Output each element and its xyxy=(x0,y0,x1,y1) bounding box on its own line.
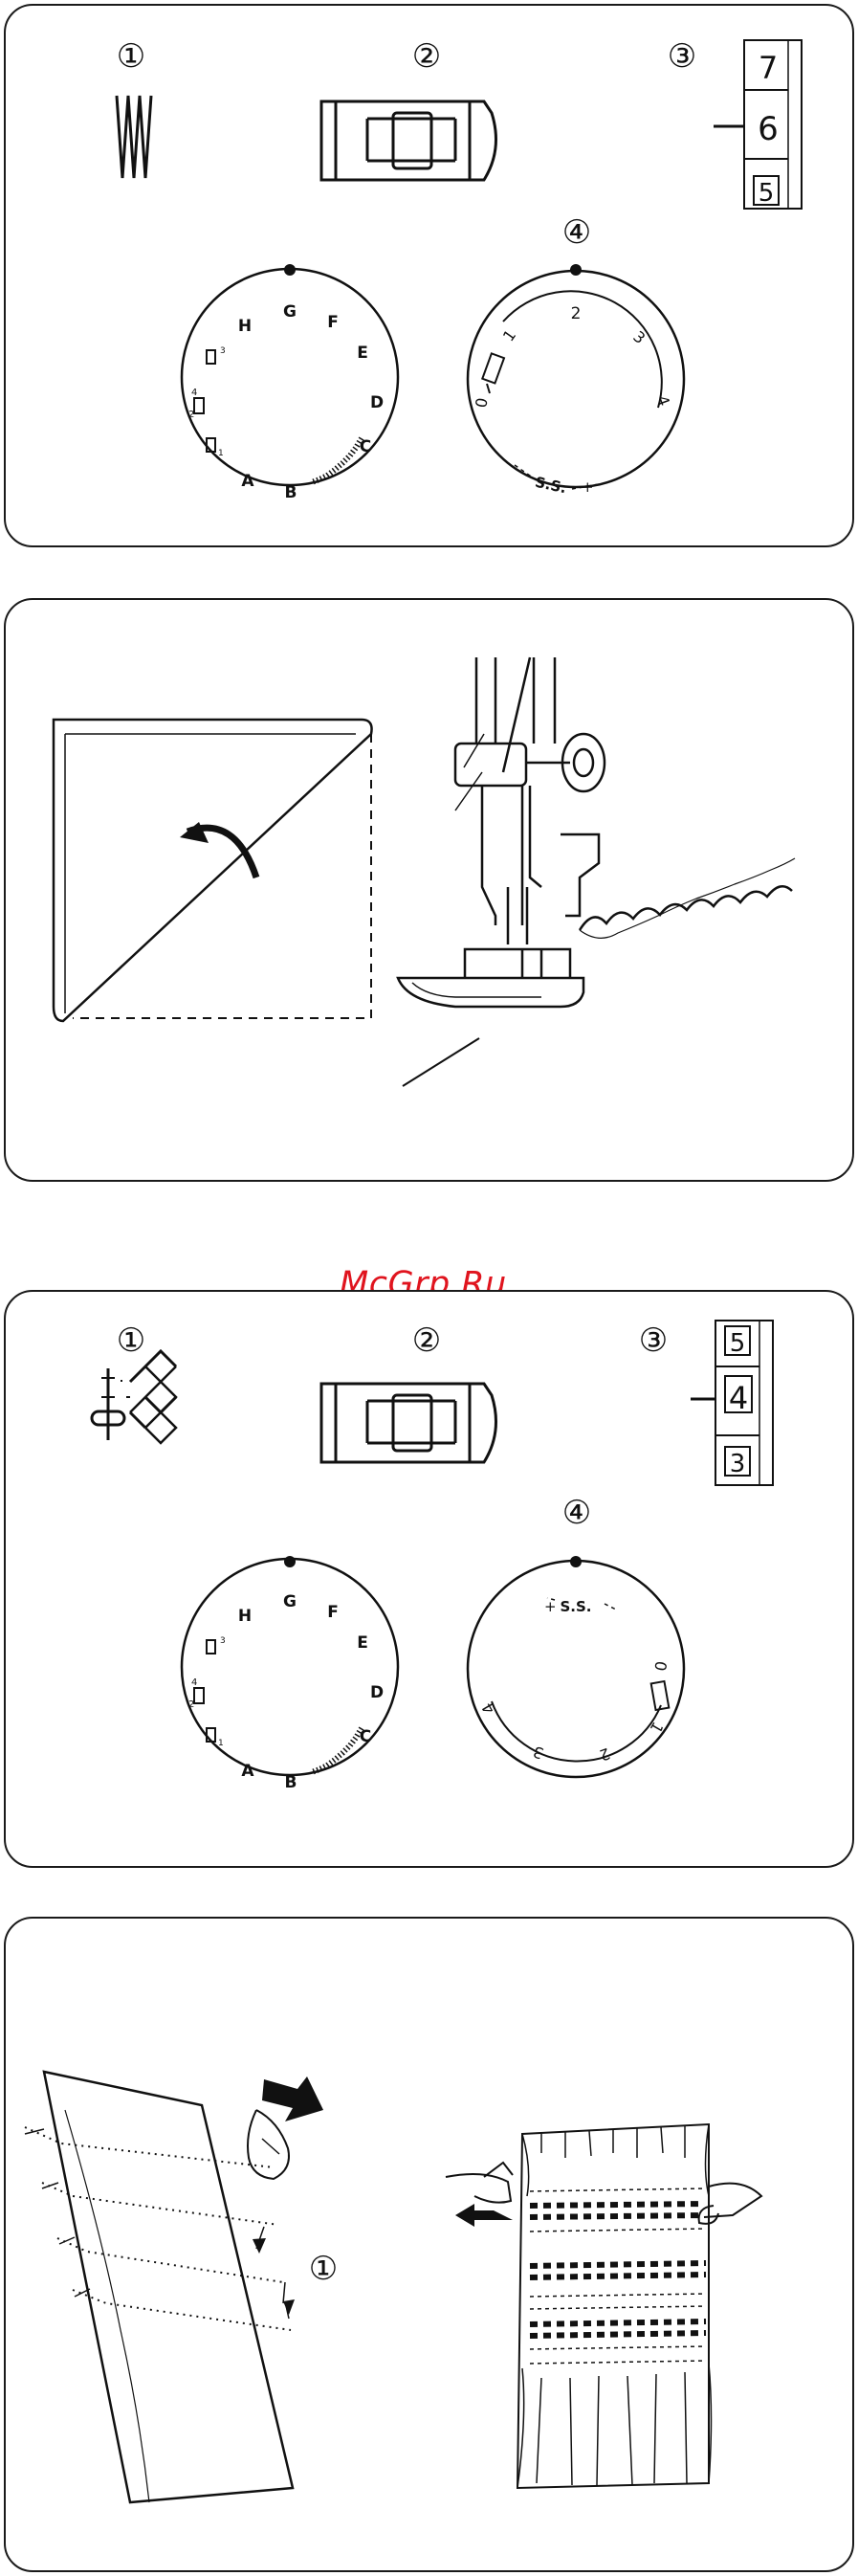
label-4: ④ xyxy=(562,1494,591,1532)
panel-1-drawing: ① ② ③ ④ 7 6 5 G F xyxy=(6,6,856,549)
label-2: ② xyxy=(412,37,441,76)
scale-value-top: 7 xyxy=(759,50,778,86)
dial-letter-f: F xyxy=(327,313,339,332)
dial-mark-3: 3 xyxy=(220,346,226,356)
panel-smocking-settings: ① ② ③ ④ 5 xyxy=(4,1290,854,1868)
label-1: ① xyxy=(309,2250,338,2288)
dial-letter-c: C xyxy=(360,1727,371,1746)
stitch-length-dial: 0 1 2 3 4 S.S. + xyxy=(468,264,684,497)
dial-number-0: 0 xyxy=(650,1659,670,1672)
zigzag-foot-icon xyxy=(321,1384,496,1462)
dial-letter-b: B xyxy=(285,483,297,502)
dial-letter-a: A xyxy=(241,1762,254,1781)
panel-4-drawing: ① xyxy=(6,1919,856,2574)
dial-letter-h: H xyxy=(238,1607,252,1626)
dial-number-2: 2 xyxy=(571,304,582,323)
dial-mark-2: 2 xyxy=(188,410,194,420)
dial-mark-1: 1 xyxy=(218,449,224,458)
label-1: ① xyxy=(117,37,145,76)
dial-number-4: 4 xyxy=(478,1699,499,1717)
panel-sewing-foot-illustration xyxy=(4,598,854,1182)
dial-letter-h: H xyxy=(238,317,252,336)
dial-plus-mark: + xyxy=(544,1598,557,1615)
dial-ss-label: S.S. xyxy=(560,1598,591,1615)
dial-number-3: 3 xyxy=(629,327,649,347)
panel-zigzag-settings: ① ② ③ ④ 7 6 5 G F xyxy=(4,4,854,547)
scallop-stitch-line xyxy=(580,886,792,930)
pattern-dial: G F E D C B A H 3 4 2 1 xyxy=(182,264,398,502)
scale-value-bottom: 5 xyxy=(759,179,775,208)
dial-number-3: 3 xyxy=(531,1743,546,1763)
label-3: ③ xyxy=(639,1321,668,1360)
dial-letter-c: C xyxy=(360,437,371,456)
dial-letter-d: D xyxy=(370,1683,384,1702)
presser-foot-machine-diagram xyxy=(398,657,605,1086)
scale-value-bottom: 3 xyxy=(730,1450,746,1478)
label-3: ③ xyxy=(668,37,696,76)
dial-number-1: 1 xyxy=(499,326,519,344)
panel-gathering-illustration: ① xyxy=(4,1917,854,2572)
folded-fabric-diagram xyxy=(54,720,372,1021)
dial-mark-1: 1 xyxy=(218,1739,224,1748)
dial-letter-g: G xyxy=(283,302,297,322)
dial-plus-mark: + xyxy=(582,478,594,496)
label-2: ② xyxy=(412,1321,441,1360)
dial-number-2: 2 xyxy=(597,1744,612,1765)
dial-letter-e: E xyxy=(357,1633,368,1653)
smocking-stitch-icon xyxy=(92,1351,176,1443)
panel-2-drawing xyxy=(6,600,856,1184)
label-1: ① xyxy=(117,1321,145,1360)
dial-mark-2: 2 xyxy=(188,1699,194,1710)
zigzag-foot-icon xyxy=(321,101,496,180)
dial-number-0: 0 xyxy=(472,396,491,409)
pattern-dial: G F E D C B A H 3 4 2 1 xyxy=(182,1556,398,1792)
scale-value-selected: 4 xyxy=(729,1380,748,1416)
dial-letter-d: D xyxy=(370,393,384,412)
stitch-length-scale: 5 4 3 xyxy=(691,1321,773,1485)
scale-value-top: 5 xyxy=(730,1329,746,1358)
stitch-length-dial: S.S. + 0 1 2 3 4 xyxy=(468,1556,684,1777)
panel-3-drawing: ① ② ③ ④ 5 xyxy=(6,1292,856,1870)
zigzag-stitch-icon xyxy=(117,96,151,178)
dial-letter-g: G xyxy=(283,1592,297,1611)
pull-left-arrow-icon xyxy=(455,2204,513,2227)
dial-ss-label: S.S. xyxy=(534,474,568,497)
scale-value-selected: 6 xyxy=(758,110,779,148)
dial-letter-e: E xyxy=(357,344,368,363)
dial-letter-f: F xyxy=(327,1603,339,1622)
dial-number-1: 1 xyxy=(647,1719,668,1736)
dial-number-4: 4 xyxy=(653,393,673,409)
label-4: ④ xyxy=(562,213,591,252)
smocked-fabric-diagram xyxy=(446,2124,761,2488)
stitch-length-scale: 7 6 5 xyxy=(714,40,802,209)
dial-letter-b: B xyxy=(285,1773,297,1792)
dial-mark-3: 3 xyxy=(220,1636,226,1646)
pull-arrow-icon xyxy=(262,2076,323,2121)
dial-mark-4: 4 xyxy=(191,1677,197,1688)
gathering-rows-diagram xyxy=(25,2072,323,2502)
dial-mark-4: 4 xyxy=(191,388,197,398)
dial-letter-a: A xyxy=(241,472,254,491)
